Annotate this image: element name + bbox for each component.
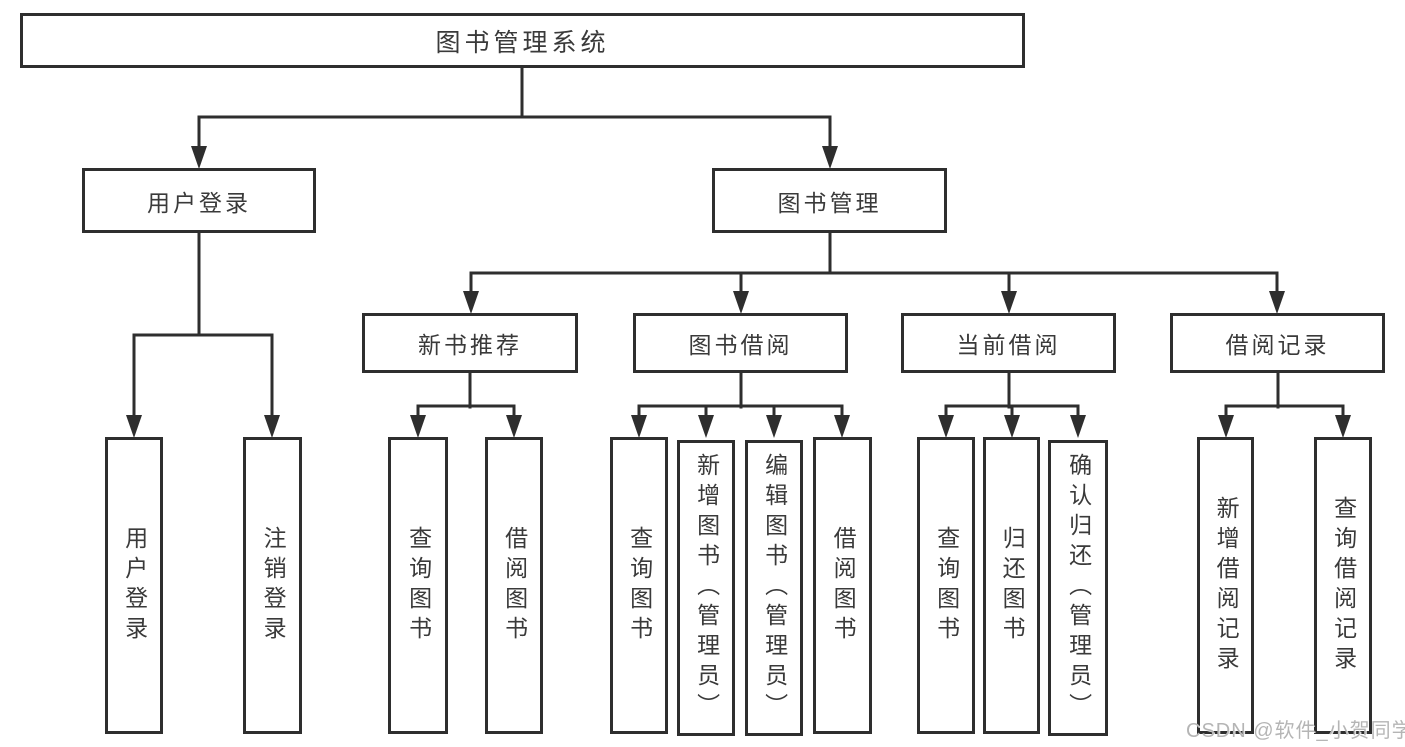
node-book-borrow: 图书借阅: [633, 313, 848, 373]
node-leaf-user-login: 用户登录: [105, 437, 163, 734]
node-leaf-nbr-query-books: 查询图书: [388, 437, 448, 734]
node-leaf-cb-query-books: 查询图书: [917, 437, 975, 734]
node-leaf-cb-return-books: 归还图书: [983, 437, 1040, 734]
node-leaf-bb-add-books-admin-label: 新增图书（管理员）: [693, 453, 720, 723]
node-new-book-recommend-label: 新书推荐: [418, 332, 522, 358]
node-leaf-user-login-label: 用户登录: [121, 525, 148, 646]
node-leaf-nbr-borrow-books-label: 借阅图书: [501, 525, 528, 646]
node-leaf-cb-query-books-label: 查询图书: [933, 525, 960, 646]
node-current-borrow: 当前借阅: [901, 313, 1116, 373]
node-borrow-records: 借阅记录: [1170, 313, 1385, 373]
node-leaf-logout-login: 注销登录: [243, 437, 302, 734]
node-leaf-br-add-record: 新增借阅记录: [1197, 437, 1254, 734]
node-leaf-nbr-borrow-books: 借阅图书: [485, 437, 543, 734]
node-book-borrow-label: 图书借阅: [688, 332, 793, 358]
node-leaf-cb-return-books-label: 归还图书: [999, 525, 1026, 646]
node-leaf-cb-confirm-return-admin: 确认归还（管理员）: [1048, 440, 1108, 736]
node-borrow-records-label: 借阅记录: [1225, 332, 1330, 358]
node-library-management-system-label: 图书管理系统: [435, 28, 610, 57]
node-leaf-br-query-record-label: 查询借阅记录: [1330, 495, 1357, 676]
node-new-book-recommend: 新书推荐: [362, 313, 578, 373]
node-leaf-bb-borrow-books-label: 借阅图书: [830, 525, 857, 646]
node-leaf-bb-edit-books-admin-label: 编辑图书（管理员）: [761, 453, 788, 723]
node-leaf-bb-query-books-label: 查询图书: [626, 525, 653, 646]
node-leaf-bb-add-books-admin: 新增图书（管理员）: [677, 440, 735, 736]
node-book-management: 图书管理: [712, 168, 947, 233]
node-leaf-bb-borrow-books: 借阅图书: [813, 437, 872, 734]
node-book-management-label: 图书管理: [777, 189, 882, 216]
node-leaf-logout-login-label: 注销登录: [260, 525, 287, 646]
node-leaf-bb-query-books: 查询图书: [610, 437, 668, 734]
node-library-management-system: 图书管理系统: [20, 13, 1025, 68]
node-leaf-br-add-record-label: 新增借阅记录: [1213, 495, 1240, 676]
node-leaf-cb-confirm-return-admin-label: 确认归还（管理员）: [1065, 453, 1092, 723]
node-leaf-nbr-query-books-label: 查询图书: [405, 525, 432, 646]
node-user-login: 用户登录: [82, 168, 316, 233]
node-leaf-br-query-record: 查询借阅记录: [1314, 437, 1372, 734]
watermark: CSDN @软件_小贺同学: [1186, 720, 1405, 742]
node-current-borrow-label: 当前借阅: [956, 332, 1061, 358]
node-user-login-label: 用户登录: [147, 189, 251, 216]
node-leaf-bb-edit-books-admin: 编辑图书（管理员）: [745, 440, 803, 736]
